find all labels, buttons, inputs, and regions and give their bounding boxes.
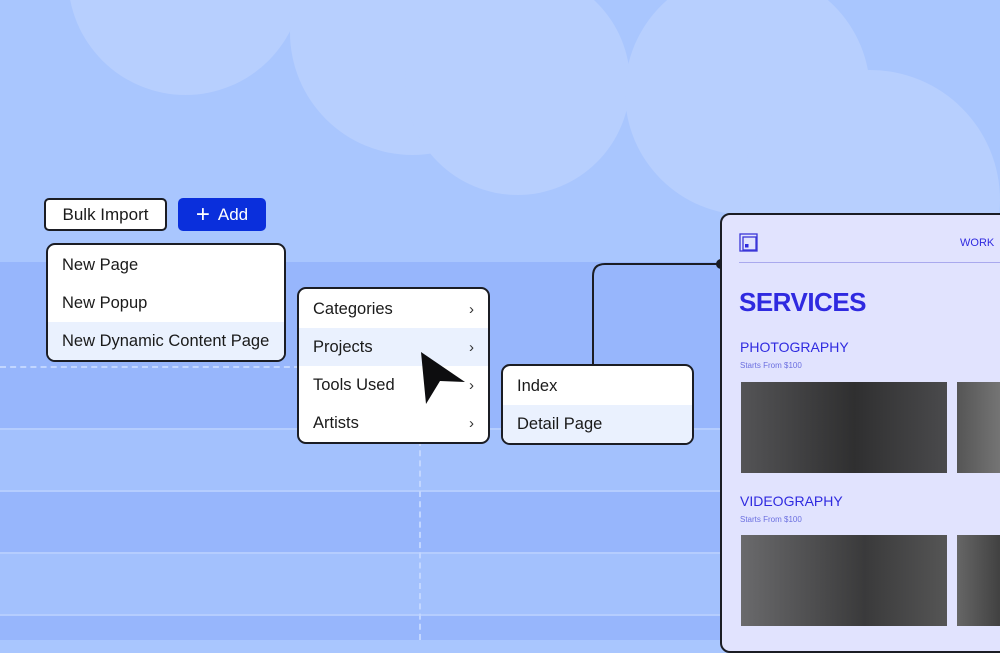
section-title: PHOTOGRAPHY	[740, 339, 849, 355]
header-divider	[739, 262, 1000, 263]
menu-item-artists[interactable]: Artists ›	[299, 404, 488, 442]
menu-item-label: New Dynamic Content Page	[62, 331, 270, 350]
chevron-right-icon: ›	[469, 414, 474, 432]
selection-guide	[0, 366, 300, 368]
menu-item-new-page[interactable]: New Page	[48, 246, 284, 284]
bulk-import-button[interactable]: Bulk Import	[44, 198, 167, 231]
add-button[interactable]: + Add	[178, 198, 266, 231]
plus-icon: +	[195, 200, 210, 228]
menu-item-label: Tools Used	[313, 375, 395, 394]
menu-item-index[interactable]: Index	[503, 367, 692, 405]
photo-image	[957, 382, 1000, 473]
menu-item-detail-page[interactable]: Detail Page	[503, 405, 692, 443]
selection-guide	[419, 440, 421, 640]
chevron-right-icon: ›	[469, 376, 474, 394]
menu-item-categories[interactable]: Categories ›	[299, 290, 488, 328]
nav-link-work[interactable]: WORK	[960, 237, 995, 249]
row-divider	[0, 428, 1000, 430]
menu-item-label: New Page	[62, 255, 139, 274]
row-divider	[0, 552, 1000, 554]
menu-item-label: Artists	[313, 413, 359, 432]
row-divider	[0, 614, 1000, 616]
section-subtitle: Starts From $100	[740, 515, 802, 524]
video-image	[741, 535, 947, 626]
photo-image	[741, 382, 947, 473]
menu-item-projects[interactable]: Projects ›	[299, 328, 488, 366]
add-menu: New Page New Popup New Dynamic Content P…	[46, 243, 286, 362]
add-label: Add	[217, 204, 249, 224]
video-image	[957, 535, 1000, 626]
page-title: SERVICES	[739, 287, 867, 317]
page-menu: Index Detail Page	[501, 364, 694, 445]
menu-item-tools-used[interactable]: Tools Used ›	[299, 366, 488, 404]
menu-item-new-popup[interactable]: New Popup	[48, 284, 284, 322]
logo-icon	[739, 233, 758, 252]
section-subtitle: Starts From $100	[740, 361, 802, 370]
decor-circle	[405, 0, 630, 195]
menu-item-label: Index	[517, 376, 558, 395]
cursor-icon	[421, 352, 465, 404]
menu-item-new-dynamic-content-page[interactable]: New Dynamic Content Page	[48, 322, 284, 360]
menu-item-label: Projects	[313, 337, 373, 356]
menu-item-label: New Popup	[62, 293, 148, 312]
page-preview: WORK SERVICES PHOTOGRAPHY Starts From $1…	[720, 213, 1000, 653]
menu-item-label: Categories	[313, 299, 393, 318]
section-title: VIDEOGRAPHY	[740, 493, 843, 509]
menu-item-label: Detail Page	[517, 414, 603, 433]
row-divider	[0, 490, 1000, 492]
collections-menu: Categories › Projects › Tools Used › Artist…	[297, 287, 490, 444]
chevron-right-icon: ›	[469, 300, 474, 318]
chevron-right-icon: ›	[469, 338, 474, 356]
